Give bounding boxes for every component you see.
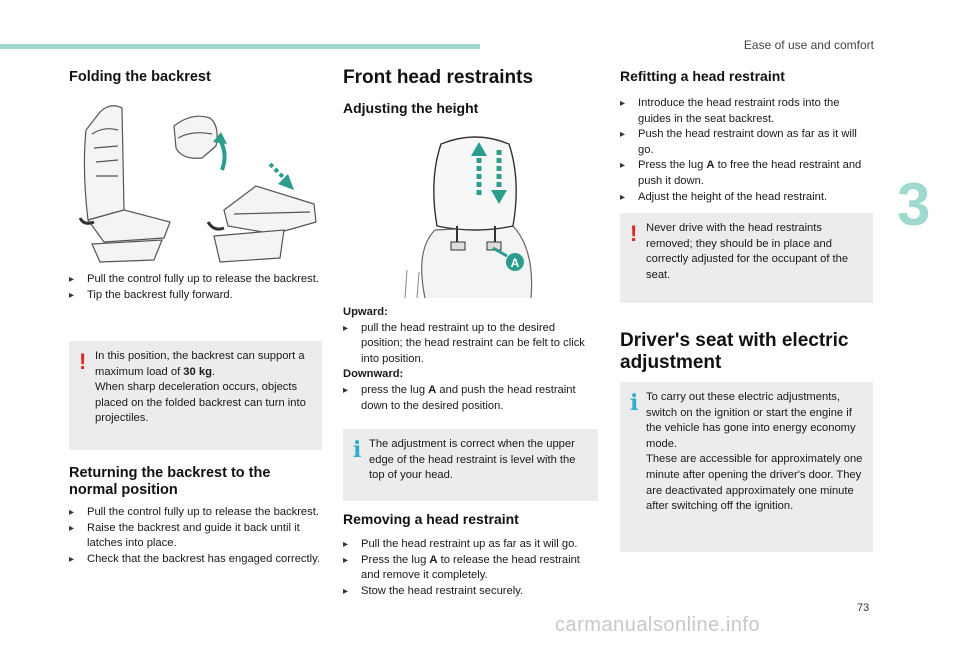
- list-item: Push the head restraint down as far as i…: [620, 127, 874, 158]
- warning-icon: !: [79, 349, 87, 374]
- list-item: Pull the control fully up to release the…: [69, 505, 322, 521]
- list-item: Check that the backrest has engaged corr…: [69, 552, 322, 568]
- backrest-illustration: [78, 105, 317, 263]
- warning-text: Never drive with the head restraints rem…: [646, 222, 849, 281]
- folding-backrest-heading: Folding the backrest: [69, 69, 211, 85]
- list-item: Press the lug A to release the head rest…: [343, 553, 601, 584]
- removing-steps: Pull the head restraint up as far as it …: [343, 537, 601, 599]
- list-item: Adjust the height of the head restraint.: [620, 190, 874, 206]
- warning-icon: !: [630, 221, 638, 246]
- list-item: Introduce the head restraint rods into t…: [620, 96, 874, 127]
- info-box-adjustment: i The adjustment is correct when the upp…: [343, 429, 598, 501]
- info-text: To carry out these electric adjustments,…: [646, 391, 863, 513]
- warning-text: In this position, the backrest can suppo…: [95, 350, 306, 425]
- drivers-seat-heading: Driver's seat with electric adjustment: [620, 330, 849, 373]
- marker-a: A: [511, 256, 520, 270]
- info-icon: i: [630, 390, 639, 416]
- info-box-electric: i To carry out these electric adjustment…: [620, 382, 873, 552]
- list-item: Press the lug A to free the head restrai…: [620, 158, 874, 189]
- list-item: Tip the backrest fully forward.: [69, 288, 319, 304]
- list-item: Raise the backrest and guide it back unt…: [69, 521, 322, 552]
- removing-heading: Removing a head restraint: [343, 511, 519, 527]
- head-restraint-illustration: A: [404, 136, 533, 299]
- returning-steps: Pull the control fully up to release the…: [69, 505, 322, 567]
- adjusting-instructions: Upward: pull the head restraint up to th…: [343, 305, 598, 414]
- list-item: press the lug A and push the head restra…: [343, 383, 598, 414]
- list-item: pull the head restraint up to the desire…: [343, 321, 598, 368]
- refitting-steps: Introduce the head restraint rods into t…: [620, 96, 874, 205]
- section-title: Ease of use and comfort: [743, 38, 874, 52]
- returning-backrest-heading: Returning the backrest to the normal pos…: [69, 465, 271, 498]
- list-item: Stow the head restraint securely.: [343, 584, 601, 600]
- header-accent-bar: [0, 44, 480, 49]
- head-restraints-title: Front head restraints: [343, 67, 534, 88]
- info-text: The adjustment is correct when the upper…: [369, 438, 576, 482]
- page-number: 73: [857, 602, 870, 614]
- adjusting-height-heading: Adjusting the height: [343, 100, 479, 116]
- warning-box-restraints: ! Never drive with the head restraints r…: [620, 213, 873, 303]
- watermark: carmanualsonline.info: [555, 614, 761, 636]
- chapter-number: 3: [897, 171, 931, 238]
- list-item: Pull the control fully up to release the…: [69, 272, 319, 288]
- info-icon: i: [353, 437, 362, 463]
- warning-box-load: ! In this position, the backrest can sup…: [69, 341, 322, 450]
- folding-steps: Pull the control fully up to release the…: [69, 272, 319, 303]
- list-item: Pull the head restraint up as far as it …: [343, 537, 601, 553]
- refitting-heading: Refitting a head restraint: [620, 68, 785, 84]
